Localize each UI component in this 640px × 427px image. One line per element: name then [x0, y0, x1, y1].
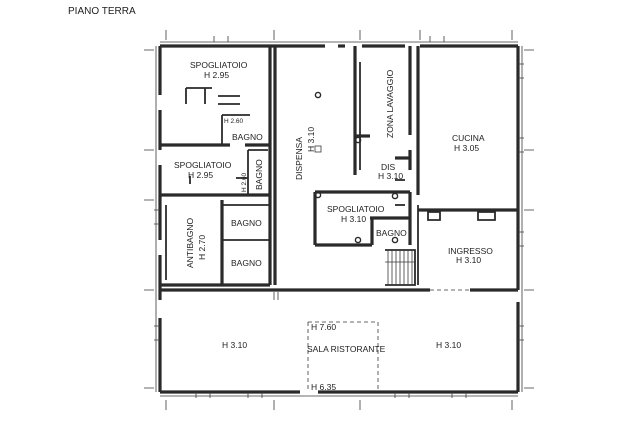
spogliatoio-1-name: SPOGLIATOIO [190, 60, 248, 70]
sala-top-height: H 7.60 [311, 322, 336, 332]
window-marks [154, 36, 524, 398]
sala-ristorante-label: SALA RISTORANTE [307, 344, 386, 354]
cucina-height: H 3.05 [454, 143, 479, 153]
axis-ticks [144, 30, 534, 410]
antibagno-name: ANTIBAGNO [185, 218, 195, 268]
sala-right-height: H 3.10 [436, 340, 461, 350]
outer-walls [155, 41, 523, 397]
spogliatoio-3-height: H 3.10 [341, 214, 366, 224]
bagno-1-height: H 2.60 [224, 118, 244, 125]
spogliatoio-2-name: SPOGLIATOIO [174, 160, 232, 170]
fixture-marks [314, 91, 399, 244]
sala-bottom-height: H 6.35 [311, 382, 336, 392]
bagno-3-name: BAGNO [376, 228, 407, 238]
antibagno-height: H 2.70 [197, 235, 207, 260]
bagno-5-name: BAGNO [231, 258, 262, 268]
dis-height: H 3.10 [378, 171, 403, 181]
ingresso-name: INGRESSO [448, 246, 493, 256]
center-walls [273, 46, 412, 285]
dis-name: DIS [381, 162, 396, 172]
dispensa-name: DISPENSA [294, 137, 304, 180]
cucina-name: CUCINA [452, 133, 485, 143]
bagno-2-height: H 2.60 [241, 172, 248, 192]
plan-title: PIANO TERRA [68, 6, 136, 17]
bagno-1-name: BAGNO [232, 132, 263, 142]
sala-left-height: H 3.10 [222, 340, 247, 350]
bagno-4-name: BAGNO [231, 218, 262, 228]
room-labels: SPOGLIATOIO H 2.95 H 2.60 BAGNO SPOGLIAT… [174, 60, 493, 392]
ingresso-height: H 3.10 [456, 255, 481, 265]
hall-divider [160, 288, 518, 392]
bagno-2-name: BAGNO [254, 159, 264, 190]
right-wing-walls [416, 46, 518, 285]
staircase [385, 249, 416, 286]
left-wing-walls [160, 46, 272, 287]
spogliatoio-2-height: H 2.95 [188, 170, 213, 180]
zona-lavaggio-label: ZONA LAVAGGIO [385, 69, 395, 138]
spogliatoio-1-height: H 2.95 [204, 70, 229, 80]
spogliatoio-3-name: SPOGLIATOIO [327, 204, 385, 214]
dispensa-height: H 3.10 [306, 127, 316, 152]
